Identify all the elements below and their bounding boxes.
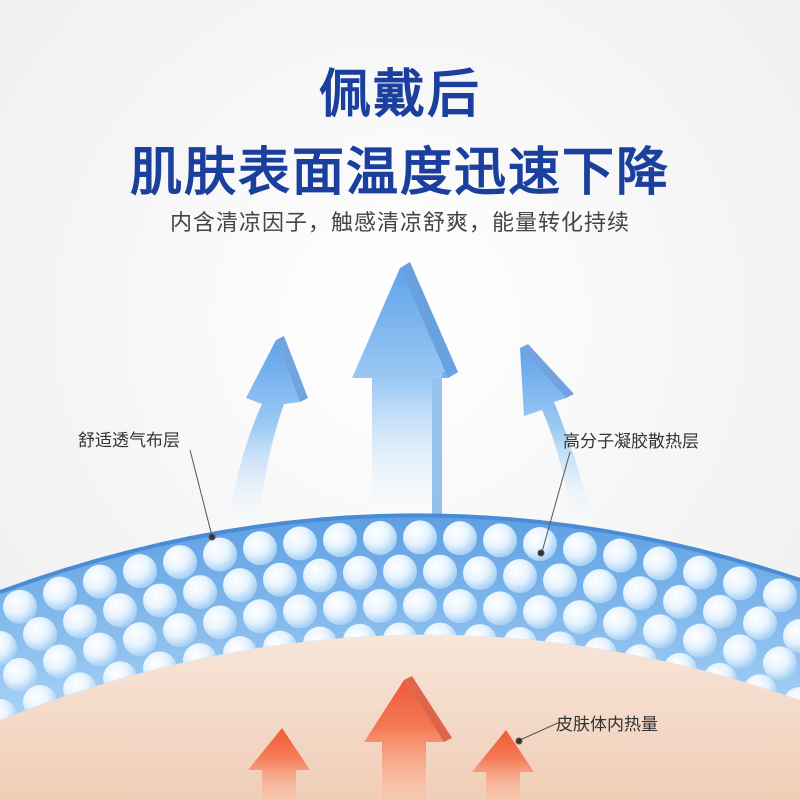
gel-bead <box>403 520 437 555</box>
gel-bead <box>363 520 397 555</box>
headline-line-1: 佩戴后 <box>318 65 481 125</box>
gel-bead <box>243 531 277 566</box>
gel-bead <box>643 546 677 581</box>
gel-bead <box>243 599 277 634</box>
gel-layer-label: 高分子凝胶散热层 <box>563 432 699 452</box>
gel-bead <box>323 522 357 557</box>
gel-bead <box>3 657 37 692</box>
gel-bead <box>683 555 717 590</box>
gel-bead <box>363 588 397 623</box>
gel-bead <box>443 521 477 556</box>
headline-line-2: 肌肤表面温度迅速下降 <box>129 143 670 203</box>
heat-arrow-center <box>364 680 444 800</box>
gel-bead <box>403 588 437 623</box>
gel-bead <box>583 569 617 604</box>
gel-bead <box>423 554 457 589</box>
gel-bead <box>543 563 577 598</box>
gel-bead <box>563 532 597 567</box>
gel-bead <box>83 564 117 599</box>
gel-bead <box>43 644 77 679</box>
gel-bead <box>643 614 677 649</box>
gel-bead <box>203 537 237 572</box>
gel-bead <box>523 527 557 562</box>
gel-bead <box>23 617 57 652</box>
gel-bead <box>0 699 17 720</box>
gel-bead <box>263 562 297 597</box>
gel-bead <box>163 613 197 648</box>
gel-bead <box>683 623 717 658</box>
gel-bead <box>183 575 217 610</box>
gel-bead <box>723 634 757 669</box>
gel-bead <box>763 646 797 681</box>
gel-bead <box>323 590 357 625</box>
gel-bead <box>283 526 317 561</box>
gel-bead <box>603 538 637 573</box>
gel-bead <box>143 583 177 618</box>
cool-arrow-center <box>352 268 448 520</box>
gel-bead <box>503 559 537 594</box>
gel-bead <box>283 594 317 629</box>
gel-bead <box>723 566 757 601</box>
gel-bead <box>663 584 697 619</box>
gel-bead <box>523 595 557 630</box>
gel-bead <box>123 554 157 589</box>
gel-bead <box>703 594 737 629</box>
gel-bead <box>103 593 137 628</box>
gel-bead <box>163 545 197 580</box>
gel-bead <box>123 622 157 657</box>
gel-bead <box>483 523 517 558</box>
heat-arrow-left <box>248 728 310 800</box>
body-heat-label: 皮肤体内热量 <box>556 715 658 735</box>
gel-bead <box>743 606 777 641</box>
gel-bead <box>343 555 377 590</box>
gel-bead <box>223 568 257 603</box>
gel-bead <box>203 605 237 640</box>
gel-bead <box>763 578 797 613</box>
fabric-layer-label: 舒适透气布层 <box>78 431 180 451</box>
gel-bead <box>783 619 800 653</box>
leader-lines <box>189 449 571 745</box>
gel-bead <box>43 576 77 611</box>
gel-bead <box>3 589 37 624</box>
cool-arrow-left <box>228 340 300 528</box>
heat-arrow-right <box>472 730 534 800</box>
gel-bead <box>603 606 637 641</box>
gel-bead <box>303 558 337 593</box>
cool-arrows <box>228 262 592 528</box>
cool-arrow-right <box>520 348 592 524</box>
gel-bead <box>63 604 97 639</box>
gel-bead <box>443 589 477 624</box>
gel-bead <box>563 600 597 635</box>
gel-bead <box>623 576 657 611</box>
gel-bead <box>0 631 17 665</box>
gel-bead <box>463 556 497 591</box>
subtitle: 内含清凉因子，触感清凉舒爽，能量转化持续 <box>169 211 630 236</box>
gel-bead <box>383 554 417 589</box>
heat-arrows <box>248 676 534 800</box>
gel-bead <box>483 591 517 626</box>
gel-bead <box>83 632 117 667</box>
